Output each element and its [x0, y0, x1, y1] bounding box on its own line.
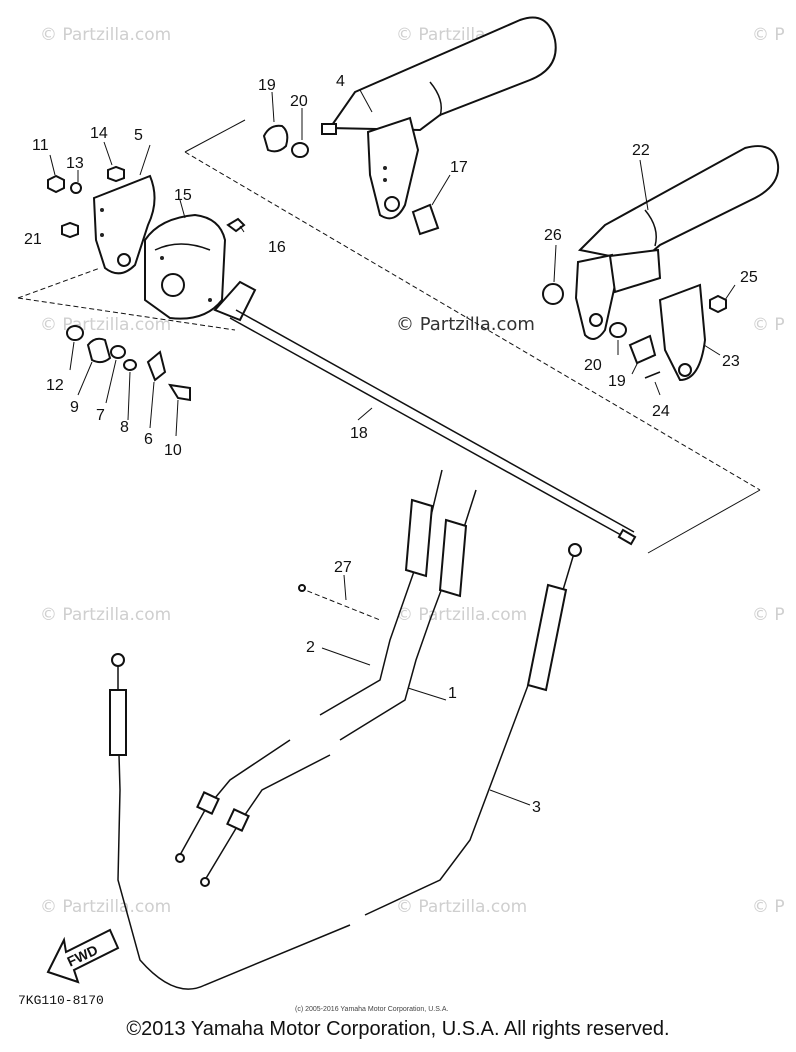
- part-label: 20: [290, 93, 308, 110]
- bracket-5: [92, 174, 156, 275]
- cover-15: [144, 213, 227, 320]
- handle-right: [574, 145, 780, 340]
- part-label: 9: [70, 399, 79, 416]
- drawing-code: 7KG110-8170: [18, 993, 104, 1008]
- watermark: © Partzilla.com: [40, 315, 171, 335]
- part-label: 16: [268, 239, 286, 256]
- part-label: 1: [448, 685, 457, 702]
- part-label: 4: [336, 73, 345, 90]
- part-label: 10: [164, 442, 182, 459]
- cables-1-2: [175, 469, 477, 887]
- part-label: 23: [722, 353, 740, 370]
- watermark: © Partzilla.com: [40, 897, 171, 917]
- part-label: 17: [450, 159, 468, 176]
- part-label: 22: [632, 142, 650, 159]
- hardware-right: [262, 124, 727, 382]
- part-labels: 1 2 3 4 5 6 7 8 9 10 11 12 13 14 15 16 1…: [24, 73, 758, 816]
- part-label: 19: [608, 373, 626, 390]
- cable-left: [109, 653, 351, 990]
- part-label: 25: [740, 269, 758, 286]
- part-label: 8: [120, 419, 129, 436]
- part-label: 2: [306, 639, 315, 656]
- part-label: 26: [544, 227, 562, 244]
- wire-27: [298, 584, 381, 621]
- part-label: 24: [652, 403, 670, 420]
- footer-copyright: ©2013 Yamaha Motor Corporation, U.S.A. A…: [126, 1018, 670, 1040]
- part-label: 19: [258, 77, 276, 94]
- part-label: 6: [144, 431, 153, 448]
- small-copyright: (c) 2005-2016 Yamaha Motor Corporation, …: [295, 1006, 448, 1013]
- handle-upper: [321, 16, 557, 220]
- watermark: © P: [752, 605, 785, 625]
- part-label: 12: [46, 377, 64, 394]
- watermark: © Partzilla.com: [40, 25, 171, 45]
- hardware-left: [47, 165, 246, 402]
- part-label: 11: [32, 137, 49, 154]
- part-label: 7: [96, 407, 105, 424]
- part-label: 15: [174, 187, 192, 204]
- watermark: © Partzilla.com: [396, 605, 527, 625]
- watermark: © Partzilla.com: [396, 897, 527, 917]
- watermark: © P: [752, 897, 785, 917]
- part-label: 18: [350, 425, 368, 442]
- part-label: 5: [134, 127, 143, 144]
- shaft-18: [213, 280, 637, 546]
- assembly-lines: [17, 119, 761, 554]
- part-label: 21: [24, 231, 42, 248]
- part-label: 14: [90, 125, 108, 142]
- part-label: 27: [334, 559, 352, 576]
- leader-lines: [49, 89, 736, 806]
- fwd-arrow: FWD: [46, 928, 120, 984]
- cable-3: [364, 543, 582, 916]
- part-label: 3: [532, 799, 541, 816]
- watermark: © P: [752, 315, 785, 335]
- watermark: © Partzilla.com: [396, 314, 535, 335]
- part-label: 20: [584, 357, 602, 374]
- watermarks: © Partzilla.com © Partzilla.com © P © Pa…: [40, 25, 785, 917]
- part-label: 13: [66, 155, 84, 172]
- watermark: © P: [752, 25, 785, 45]
- watermark: © Partzilla.com: [40, 605, 171, 625]
